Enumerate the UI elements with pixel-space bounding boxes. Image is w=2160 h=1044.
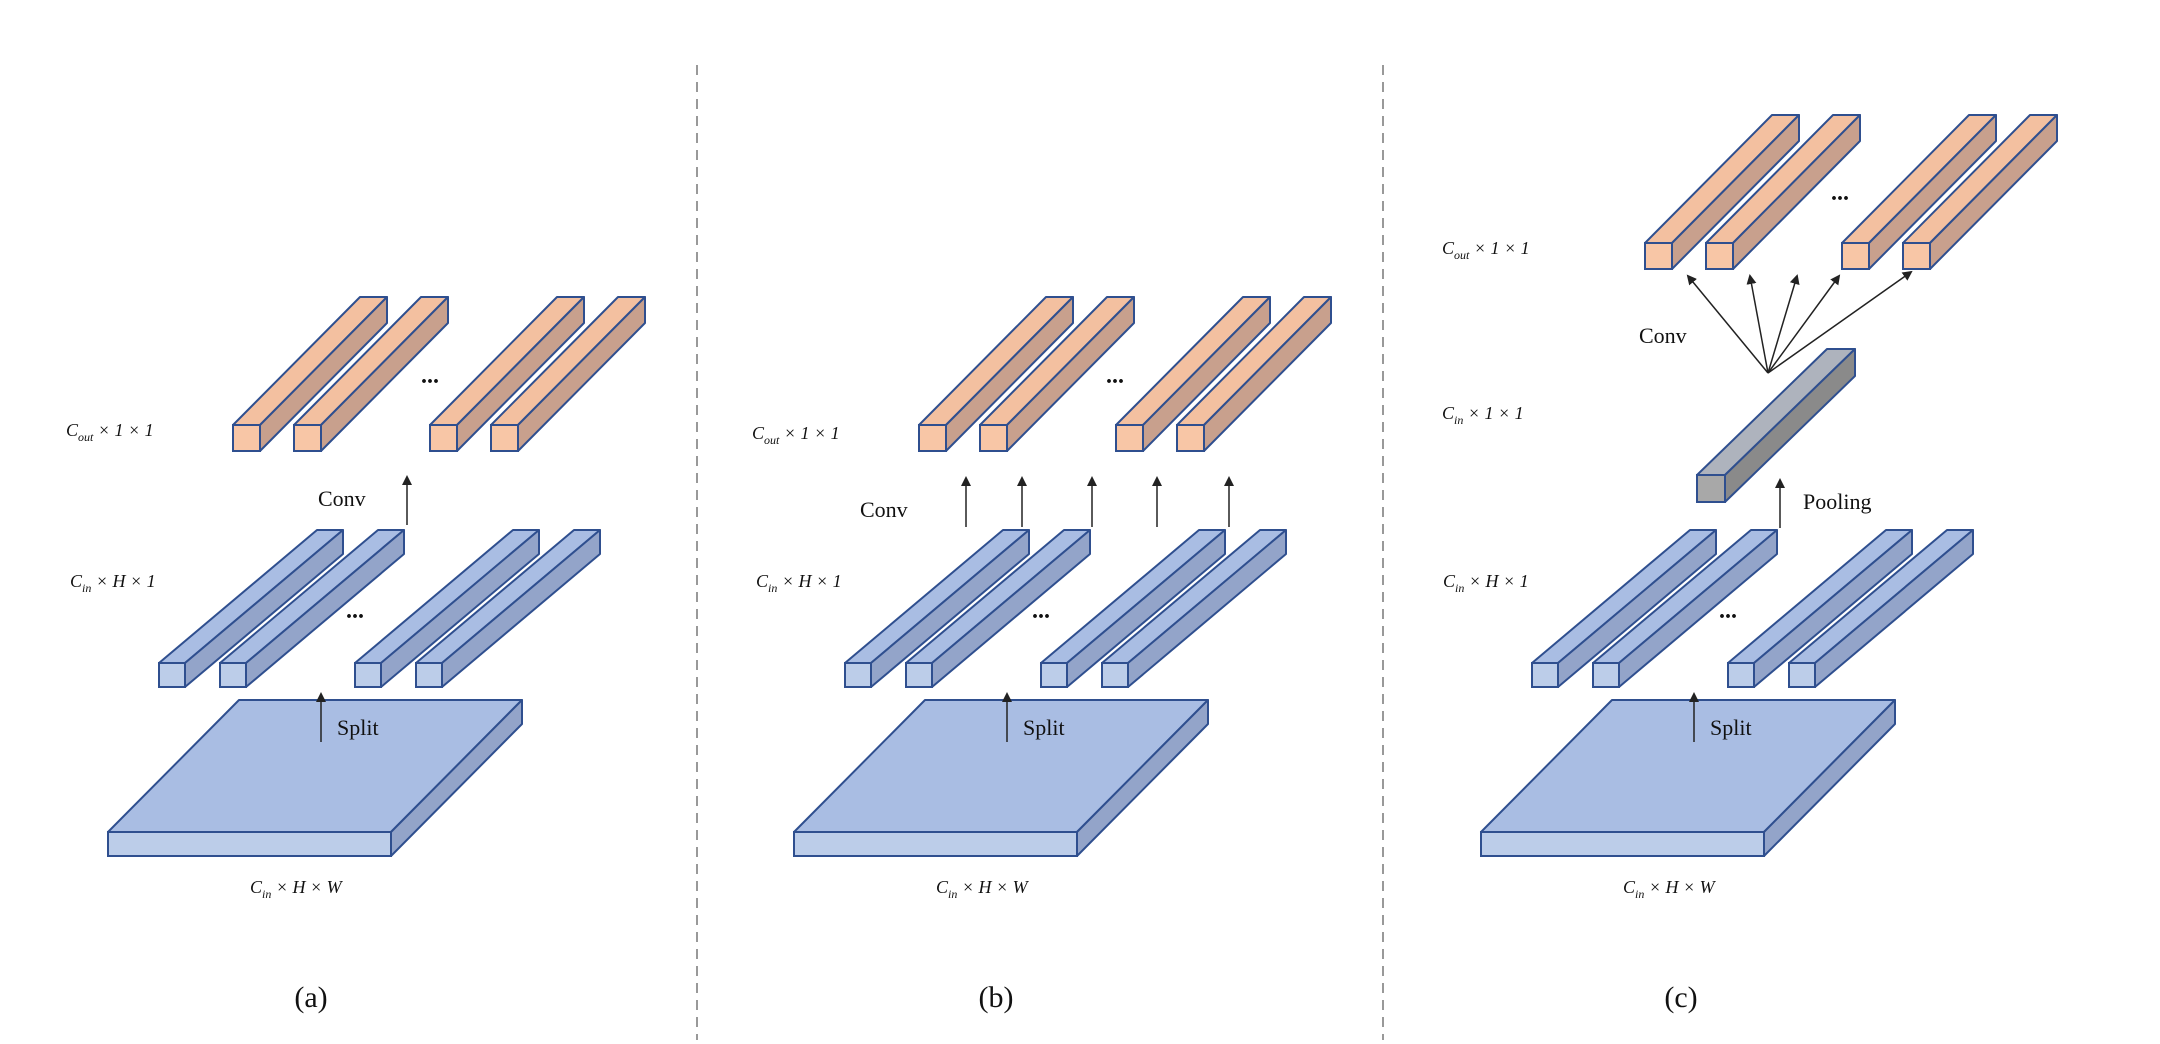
- output-vector-1: [918, 296, 1074, 452]
- split-slice-3: [354, 529, 540, 688]
- split-slice-dims-label: Cin × H × 1: [70, 571, 156, 595]
- ellipsis-mid: ...: [346, 598, 364, 624]
- conv-label: Conv: [318, 486, 366, 511]
- ellipsis-out: ...: [1831, 180, 1849, 206]
- ellipsis-mid: ...: [1719, 598, 1737, 624]
- split-slice-dims-label: Cin × H × 1: [756, 571, 842, 595]
- pooled-dims-label: Cin × 1 × 1: [1442, 403, 1524, 427]
- output-vector-2: [293, 296, 449, 452]
- split-slice-2: [1592, 529, 1778, 688]
- split-slice-4: [1101, 529, 1287, 688]
- split-label: Split: [1710, 715, 1752, 740]
- ellipsis-mid: ...: [1032, 598, 1050, 624]
- output-vector-4: [1176, 296, 1332, 452]
- conv-fan-arrow-4: [1767, 274, 1841, 374]
- caption-c: (c): [1664, 981, 1697, 1014]
- conv-label: Conv: [860, 497, 908, 522]
- split-slice-4: [1788, 529, 1974, 688]
- output-dims-label: Cout × 1 × 1: [752, 423, 840, 447]
- split-label: Split: [337, 715, 379, 740]
- output-vector-4: [1902, 114, 2058, 270]
- output-vector-2: [979, 296, 1135, 452]
- output-vector-3: [1115, 296, 1271, 452]
- conv-fan-arrow-3: [1767, 274, 1800, 374]
- split-slice-1: [158, 529, 344, 688]
- output-dims-label: Cout × 1 × 1: [66, 420, 154, 444]
- input-tensor-block: [107, 699, 523, 857]
- split-slice-1: [1531, 529, 1717, 688]
- pooled-vector: [1696, 348, 1856, 503]
- split-slice-3: [1727, 529, 1913, 688]
- split-slice-2: [219, 529, 405, 688]
- conv-fan-arrow-2: [1746, 274, 1769, 374]
- output-vector-2: [1705, 114, 1861, 270]
- input-tensor-block: [1480, 699, 1896, 857]
- input-dims-label: Cin × H × W: [250, 877, 344, 901]
- conv-fan-arrow-5: [1767, 270, 1913, 374]
- ellipsis-out: ...: [1106, 363, 1124, 389]
- ellipsis-out: ...: [421, 363, 439, 389]
- split-slice-dims-label: Cin × H × 1: [1443, 571, 1529, 595]
- output-dims-label: Cout × 1 × 1: [1442, 238, 1530, 262]
- caption-b: (b): [979, 981, 1014, 1014]
- output-vector-1: [1644, 114, 1800, 270]
- caption-a: (a): [294, 981, 327, 1014]
- input-dims-label: Cin × H × W: [936, 877, 1030, 901]
- split-slice-2: [905, 529, 1091, 688]
- output-vector-4: [490, 296, 646, 452]
- input-dims-label: Cin × H × W: [1623, 877, 1717, 901]
- output-vector-3: [429, 296, 585, 452]
- conv-label: Conv: [1639, 323, 1687, 348]
- split-label: Split: [1023, 715, 1065, 740]
- output-vector-1: [232, 296, 388, 452]
- split-slice-1: [844, 529, 1030, 688]
- split-slice-4: [415, 529, 601, 688]
- output-vector-3: [1841, 114, 1997, 270]
- split-slice-3: [1040, 529, 1226, 688]
- conv-fan-arrow-1: [1686, 274, 1769, 374]
- input-tensor-block: [793, 699, 1209, 857]
- pooling-label: Pooling: [1803, 489, 1871, 514]
